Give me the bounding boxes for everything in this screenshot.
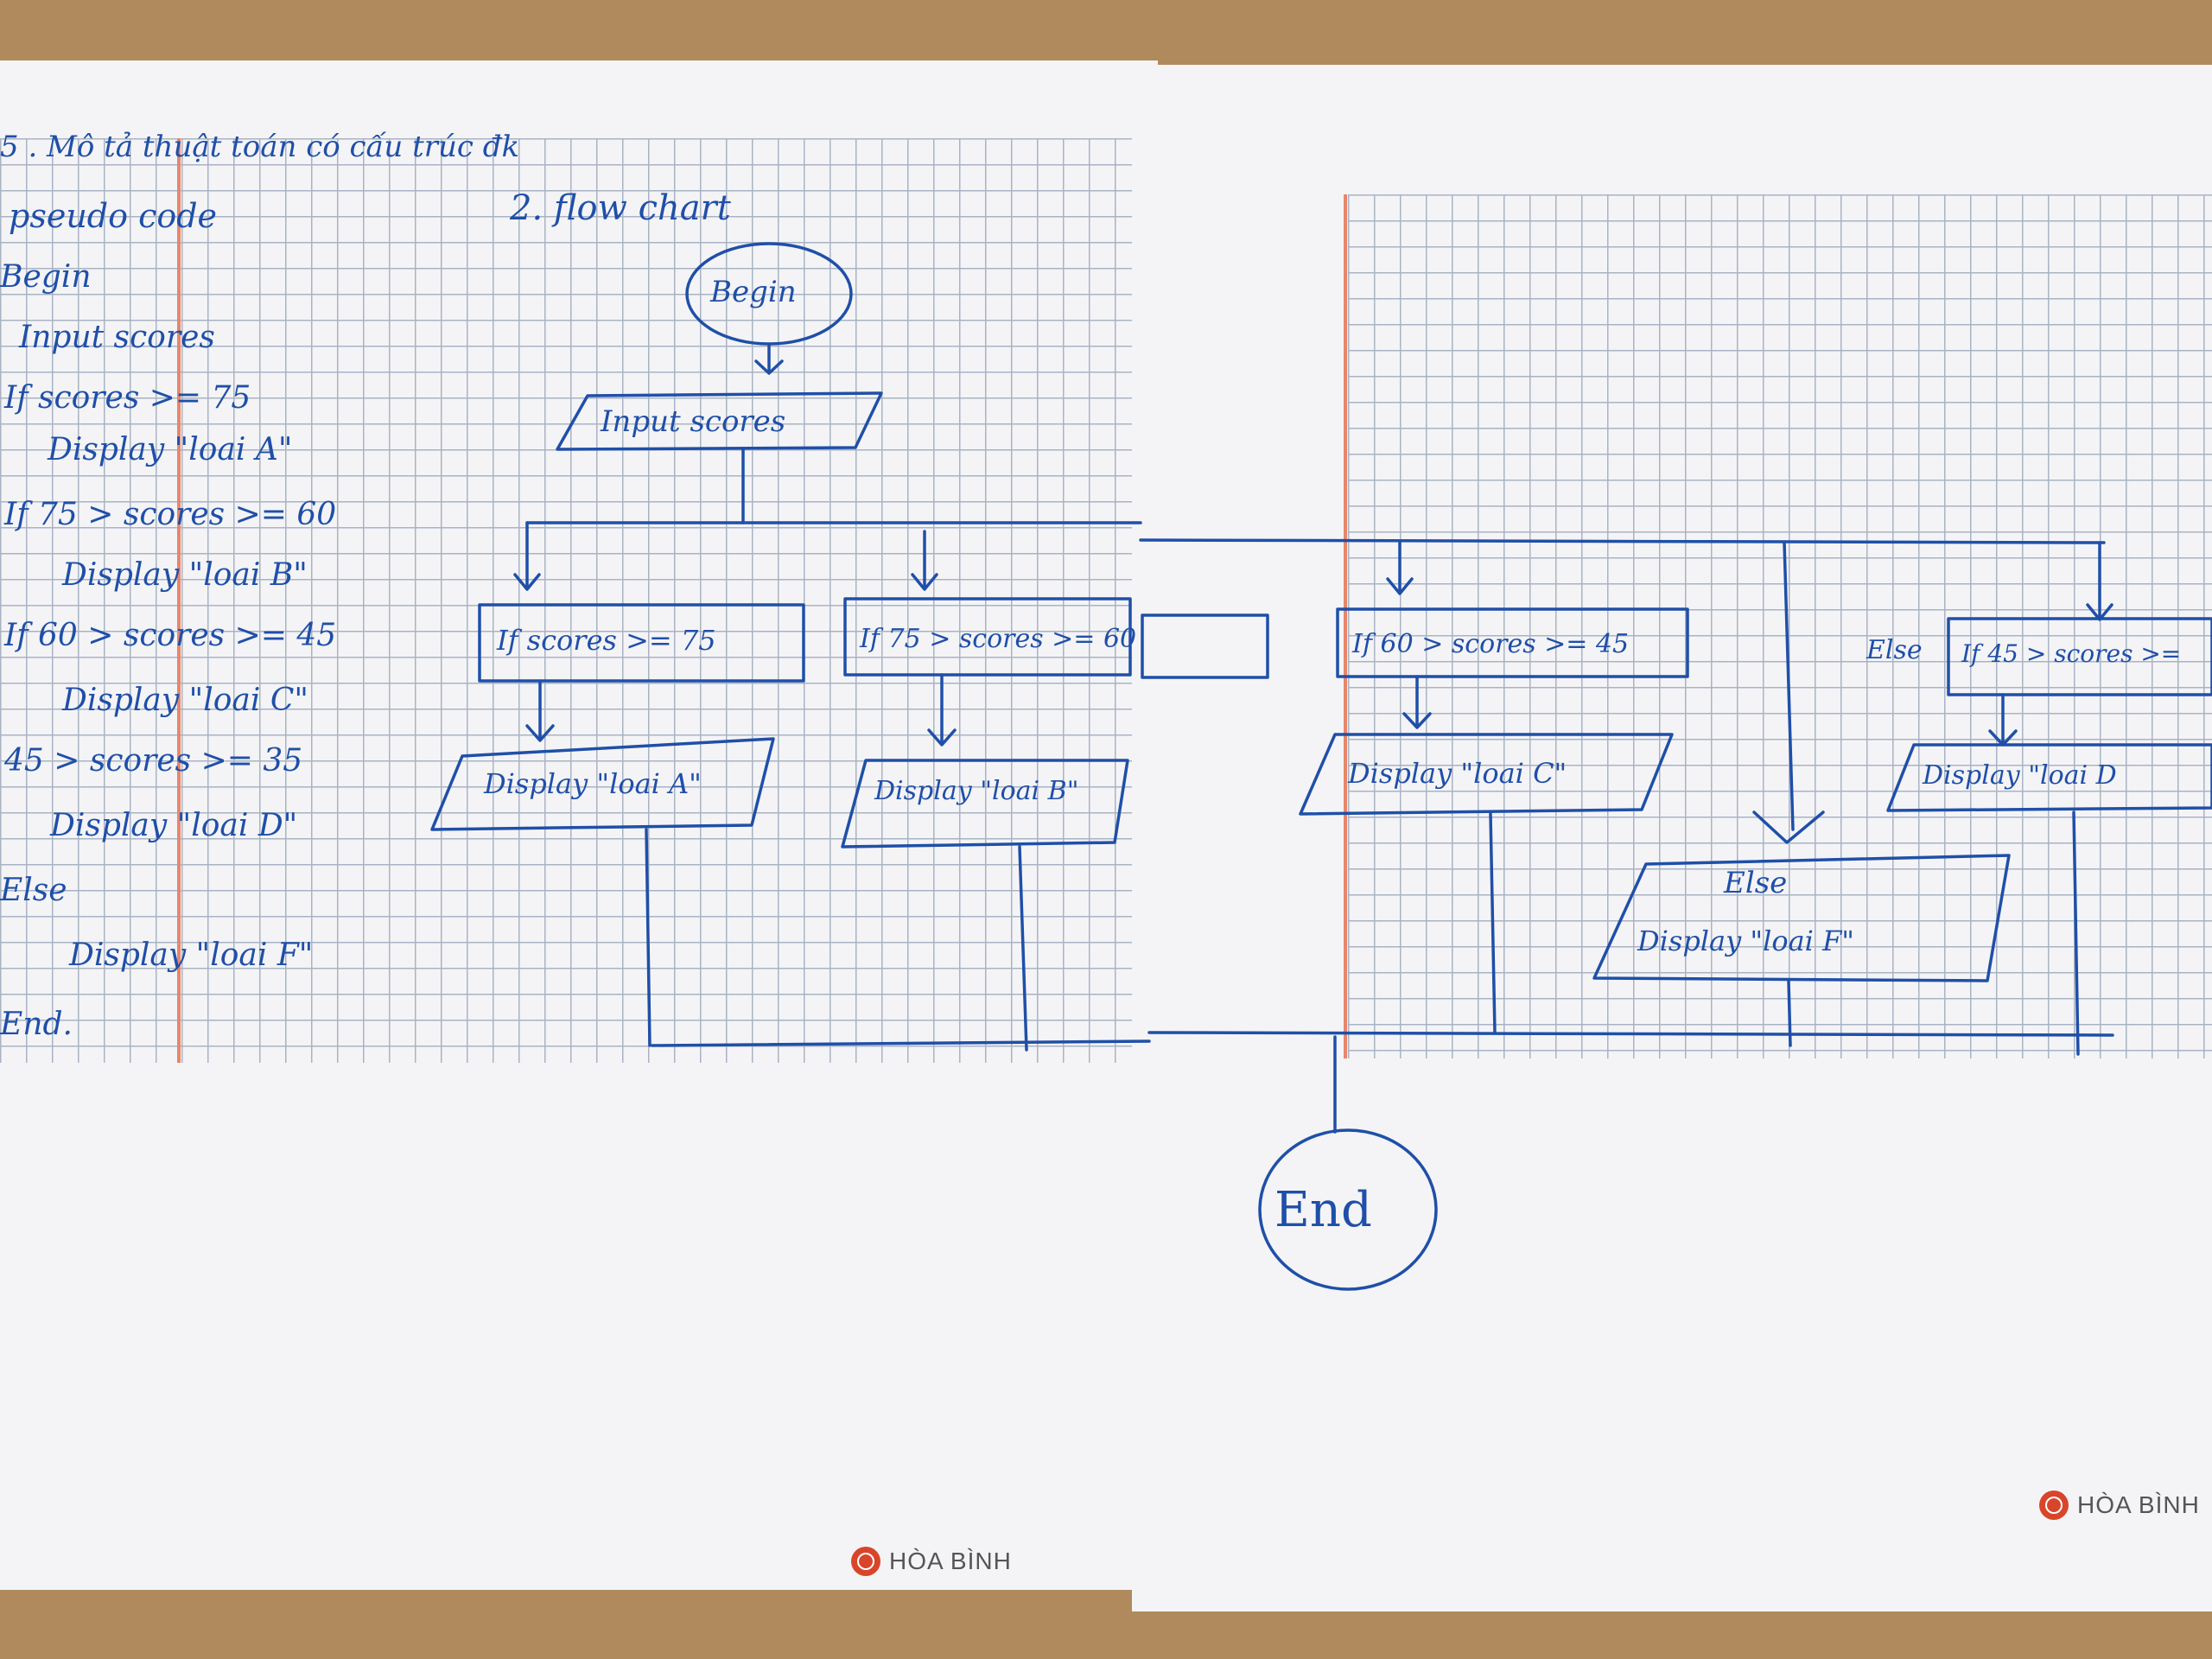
merge-line	[651, 1031, 2114, 1047]
decision-b-label: If 75 > scores >= 60	[860, 624, 1137, 654]
pseudocode-line: If 60 > scores >= 45	[4, 618, 337, 653]
pseudocode-line: Display "loai A"	[48, 432, 293, 467]
decision-b-cont	[1141, 613, 1269, 679]
return-c	[1489, 812, 1497, 1034]
output-c-label: Display "loai C"	[1348, 757, 1567, 790]
pseudocode-line: Else	[0, 873, 67, 908]
return-b	[1018, 845, 1028, 1052]
decision-a	[478, 603, 805, 683]
end-label: End	[1274, 1182, 1372, 1238]
return-else	[1787, 979, 1792, 1047]
output-d-label: Display "loai D	[1923, 760, 2117, 791]
right-margin-line	[1344, 194, 1347, 1058]
brand-name: HÒA BÌNH	[2077, 1491, 2200, 1518]
connector-d-out	[1988, 693, 2018, 747]
output-else-label: Display "loai F"	[1637, 925, 1854, 957]
left-brand-logo: HÒA BÌNH	[851, 1547, 1012, 1576]
end-terminator	[1258, 1128, 1438, 1291]
pseudocode-line: End.	[0, 1007, 73, 1042]
return-d	[2072, 810, 2080, 1056]
pseudocode-line: Display "loai C"	[62, 683, 308, 718]
else-top-label: Else	[1866, 635, 1923, 665]
pseudocode-line: 45 > scores >= 35	[4, 743, 303, 779]
output-else	[1592, 854, 2011, 982]
pseudocode-label: pseudo code	[9, 197, 218, 235]
else-label: Else	[1724, 866, 1788, 900]
left-page-grid	[0, 138, 1132, 1063]
decision-c-label: If 60 > scores >= 45	[1352, 629, 1630, 659]
connector-a-out	[525, 679, 555, 742]
output-a	[430, 737, 775, 831]
drop-else	[1752, 541, 1825, 844]
globe-icon	[2039, 1491, 2069, 1520]
left-page: HÒA BÌNH	[0, 60, 1158, 1590]
connector-begin-input	[754, 342, 784, 375]
globe-icon	[851, 1547, 880, 1576]
connector-c-out	[1402, 675, 1432, 729]
brand-name: HÒA BÌNH	[889, 1548, 1012, 1574]
pseudocode-line: If scores >= 75	[4, 380, 251, 416]
pseudocode-line: If 75 > scores >= 60	[4, 497, 337, 532]
begin-label: Begin	[710, 275, 797, 309]
output-b-label: Display "loai B"	[874, 776, 1079, 806]
decision-d-label: If 45 > scores >=	[1961, 639, 2182, 668]
input-label: Input scores	[601, 404, 786, 439]
output-b	[841, 759, 1129, 849]
pseudocode-line: Input scores	[19, 320, 215, 355]
output-a-label: Display "loai A"	[484, 767, 702, 800]
left-margin-line	[177, 138, 181, 1063]
output-d	[1886, 743, 2212, 812]
pseudocode-line: Display "loai D"	[50, 808, 298, 843]
right-brand-logo: HÒA BÌNH	[2039, 1491, 2200, 1520]
flowchart-label: 2. flow chart	[510, 188, 731, 228]
decision-d	[1947, 617, 2212, 696]
decision-a-label: If scores >= 75	[497, 624, 716, 657]
decision-c	[1336, 607, 1689, 678]
pseudocode-line: Begin	[0, 259, 92, 295]
output-c	[1299, 733, 1674, 816]
drop-d	[2086, 541, 2113, 621]
pseudocode-line: Display "loai F"	[69, 938, 314, 973]
branch-line	[525, 521, 2106, 544]
decision-b	[843, 597, 1132, 677]
connector-b-out	[927, 673, 957, 747]
input-parallelogram	[556, 391, 883, 451]
return-a	[645, 828, 652, 1047]
drop-c	[1386, 541, 1414, 595]
drop-b	[911, 530, 938, 591]
pseudocode-line: Display "loai B"	[62, 557, 308, 593]
drop-a	[513, 521, 541, 591]
exercise-title: 5 . Mô tả thuật toán có cấu trúc đk	[0, 130, 520, 164]
